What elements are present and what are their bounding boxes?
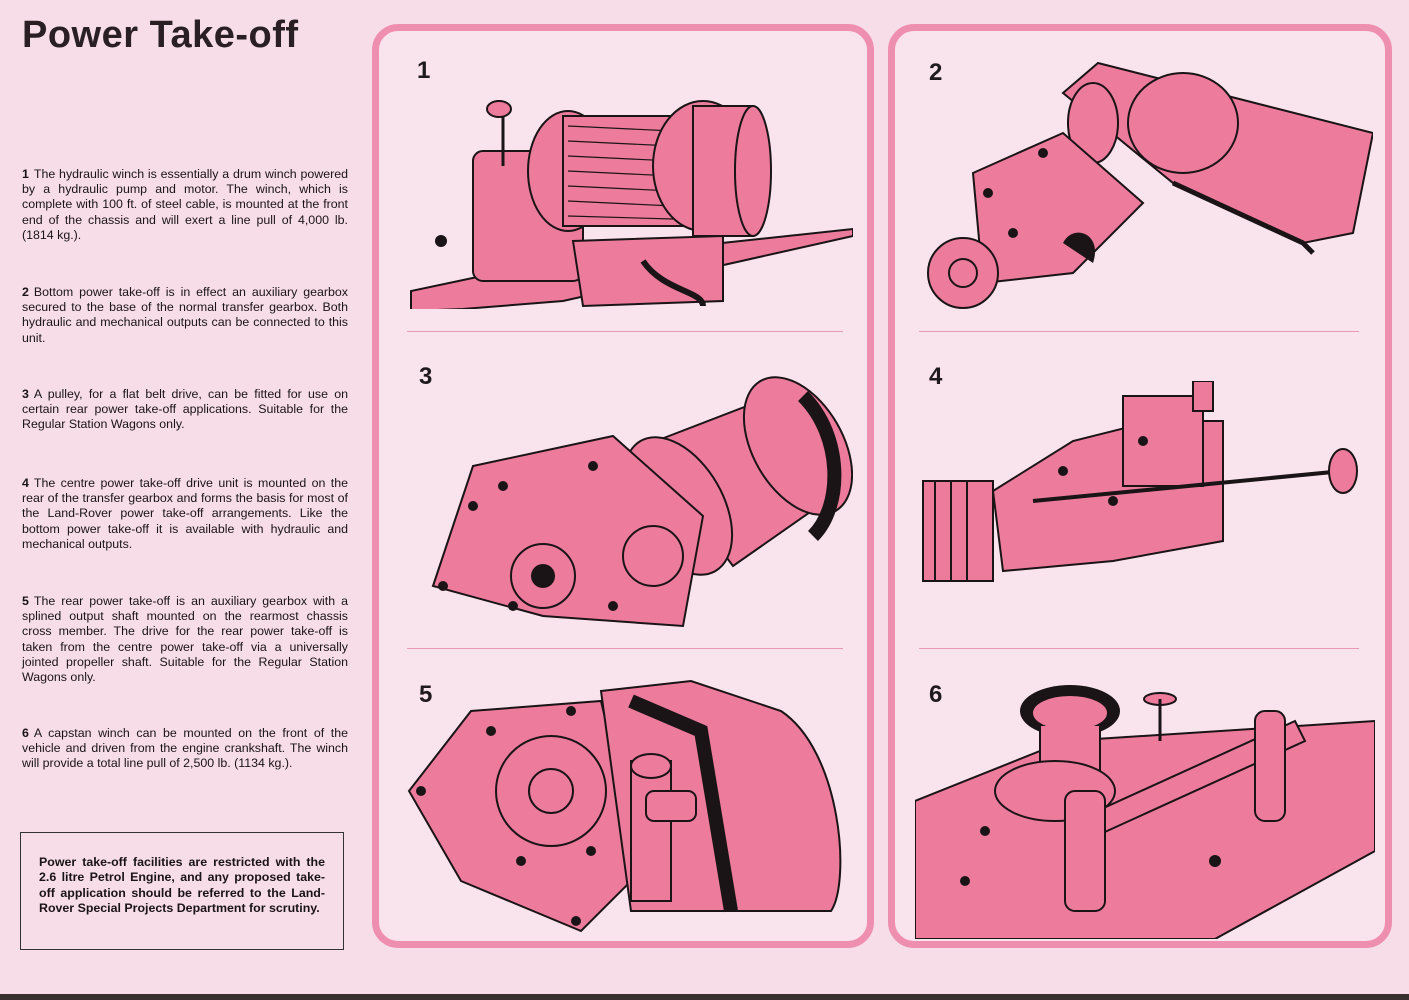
paragraph-text: Bottom power take-off is in effect an au… [22, 285, 348, 345]
paragraph-number: 2 [22, 285, 29, 299]
figure-number-4: 4 [929, 363, 943, 390]
paragraph-text: A pulley, for a flat belt drive, can be … [22, 387, 348, 432]
figure-divider [919, 648, 1359, 649]
paragraph-text: A capstan winch can be mounted on the fr… [22, 726, 348, 771]
figure-number-6: 6 [929, 681, 943, 708]
rear-power-take-off-illustration [401, 671, 851, 943]
paragraph-text: The rear power take-off is an auxiliary … [22, 594, 348, 685]
figure-divider [407, 331, 843, 332]
figure-number-1: 1 [417, 57, 431, 84]
figure-divider [919, 331, 1359, 332]
paragraph-text: The centre power take-off drive unit is … [22, 476, 348, 551]
figure-panel-right: 2 4 6 [888, 24, 1392, 948]
paragraph-number: 1 [22, 167, 29, 181]
paragraph-number: 6 [22, 726, 29, 740]
restriction-notice-box: Power take-off facilities are restricted… [20, 832, 344, 950]
page-bottom-edge [0, 994, 1409, 1000]
centre-power-take-off-illustration [913, 381, 1373, 606]
paragraph-number: 3 [22, 387, 29, 401]
figure-number-2: 2 [929, 59, 943, 86]
paragraph-number: 4 [22, 476, 29, 490]
bottom-power-take-off-illustration [913, 53, 1373, 323]
figure-number-5: 5 [419, 681, 433, 708]
paragraph-text: The hydraulic winch is essentially a dru… [22, 167, 348, 242]
figure-divider [407, 648, 843, 649]
figure-number-3: 3 [419, 363, 433, 390]
capstan-winch-illustration [915, 681, 1375, 939]
figure-panel-left: 1 3 [372, 24, 874, 948]
paragraph-number: 5 [22, 594, 29, 608]
belt-pulley-illustration [413, 356, 853, 646]
page-title: Power Take-off [22, 14, 299, 56]
hydraulic-winch-illustration [403, 61, 853, 309]
